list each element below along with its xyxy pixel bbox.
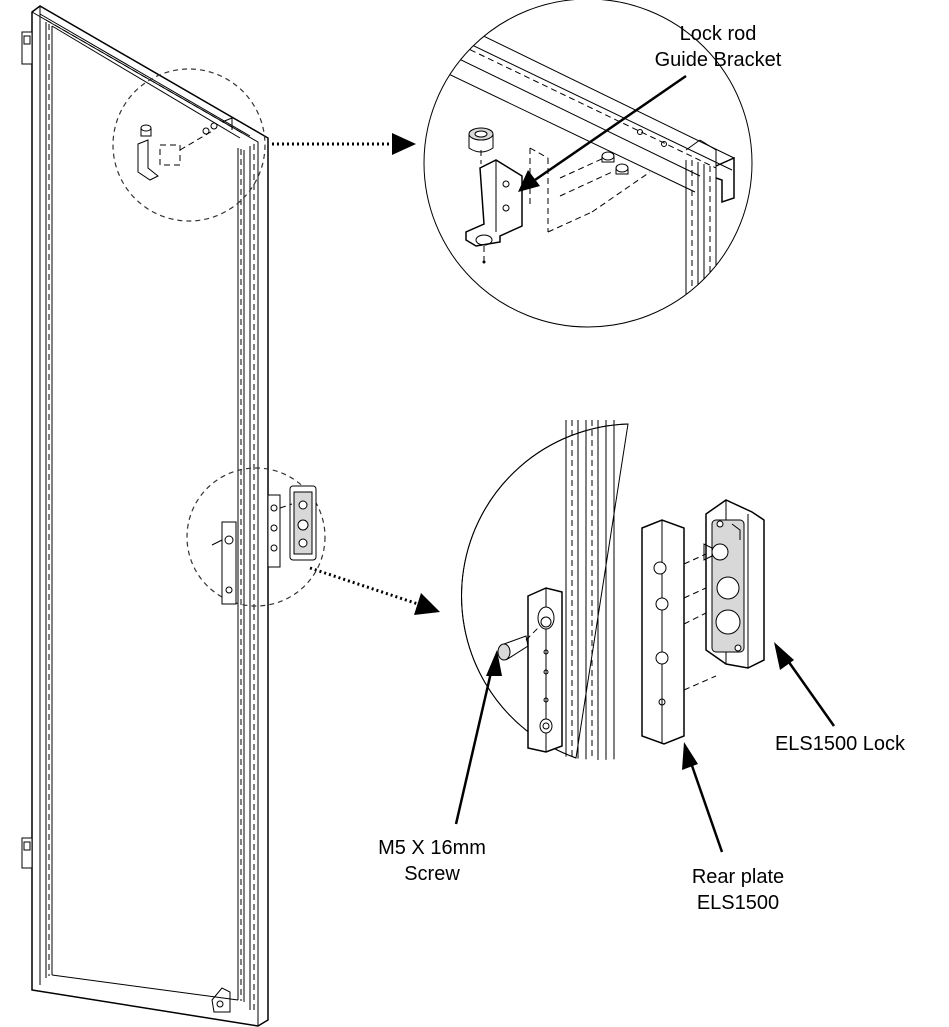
screw-label-2: Screw <box>404 863 460 885</box>
top-leader-arrowhead <box>392 133 416 155</box>
rear-plate-label-2: ELS1500 <box>697 892 779 914</box>
lock-label: ELS1500 Lock <box>775 733 906 755</box>
lock-rod-arrow-line <box>531 74 687 184</box>
screw-arrow-line <box>454 667 494 825</box>
mid-leader-line <box>309 566 419 606</box>
rear-plate-label-1: Rear plate <box>692 866 784 888</box>
lock-rod-arrowhead <box>518 170 540 192</box>
lock-rod-label-2: Guide Bracket <box>655 49 782 71</box>
lock-detail-small <box>186 467 326 607</box>
bottom-detail-view <box>461 420 629 760</box>
lock-body-icon <box>703 499 765 669</box>
lock-arrowhead <box>774 642 794 670</box>
mid-leader-arrowhead <box>414 593 440 615</box>
top-detail-view <box>423 0 753 328</box>
rear-plate-icon <box>641 519 717 745</box>
guide-bracket-icon <box>112 68 266 222</box>
strike-plate-icon <box>527 587 563 753</box>
lock-arrow-line <box>784 657 836 727</box>
screw-icon <box>497 625 541 661</box>
rear-plate-arrowhead <box>682 742 698 770</box>
rear-plate-arrow-line <box>688 759 724 853</box>
lock-rod-label-1: Lock rod <box>680 23 757 45</box>
screw-arrowhead <box>486 650 502 676</box>
door-panel-icon <box>21 5 269 1027</box>
screw-label-1: M5 X 16mm <box>378 837 486 859</box>
